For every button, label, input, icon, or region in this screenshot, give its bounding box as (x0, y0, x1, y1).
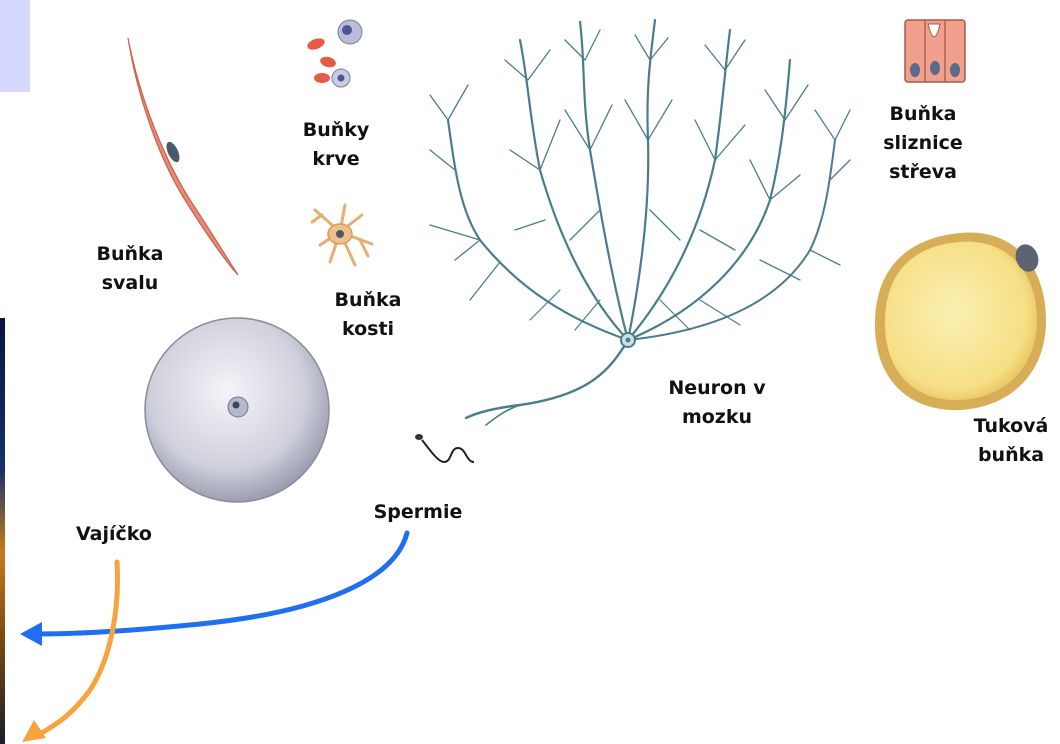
label-muscle-line2: svalu (86, 269, 174, 298)
label-bone-line2: kosti (324, 315, 412, 344)
label-egg-cell: Vajíčko (58, 520, 170, 549)
label-neuron: Neuron v mozku (662, 374, 772, 432)
label-intestine-cell: Buňka sliznice střeva (868, 100, 978, 187)
label-blood-cells: Buňky krve (295, 116, 377, 174)
label-bone-line1: Buňka (324, 286, 412, 315)
label-bone-cell: Buňka kosti (324, 286, 412, 344)
label-blood-line2: krve (295, 145, 377, 174)
label-fat-line1: Tuková (966, 412, 1056, 441)
label-intestine-line3: střeva (868, 158, 978, 187)
label-sperm-line1: Spermie (362, 498, 474, 527)
label-blood-line1: Buňky (295, 116, 377, 145)
label-neuron-line1: Neuron v (662, 374, 772, 403)
fat-cell-icon (875, 233, 1046, 411)
label-intestine-line1: Buňka (868, 100, 978, 129)
blood-cells-icon (306, 20, 362, 87)
label-muscle-cell: Buňka svalu (86, 240, 174, 298)
egg-arrow (22, 562, 118, 742)
label-fat-line2: buňka (966, 441, 1056, 470)
label-fat-cell: Tuková buňka (966, 412, 1056, 470)
label-intestine-line2: sliznice (868, 129, 978, 158)
egg-cell-icon (145, 318, 329, 502)
sperm-cell-icon (415, 434, 474, 462)
bone-cell-icon (312, 205, 372, 265)
label-egg-line1: Vajíčko (58, 520, 170, 549)
label-neuron-line2: mozku (662, 403, 772, 432)
neuron-icon (430, 20, 850, 425)
intestine-cell-icon (905, 20, 965, 82)
sperm-arrow (20, 533, 407, 646)
label-sperm-cell: Spermie (362, 498, 474, 527)
label-muscle-line1: Buňka (86, 240, 174, 269)
